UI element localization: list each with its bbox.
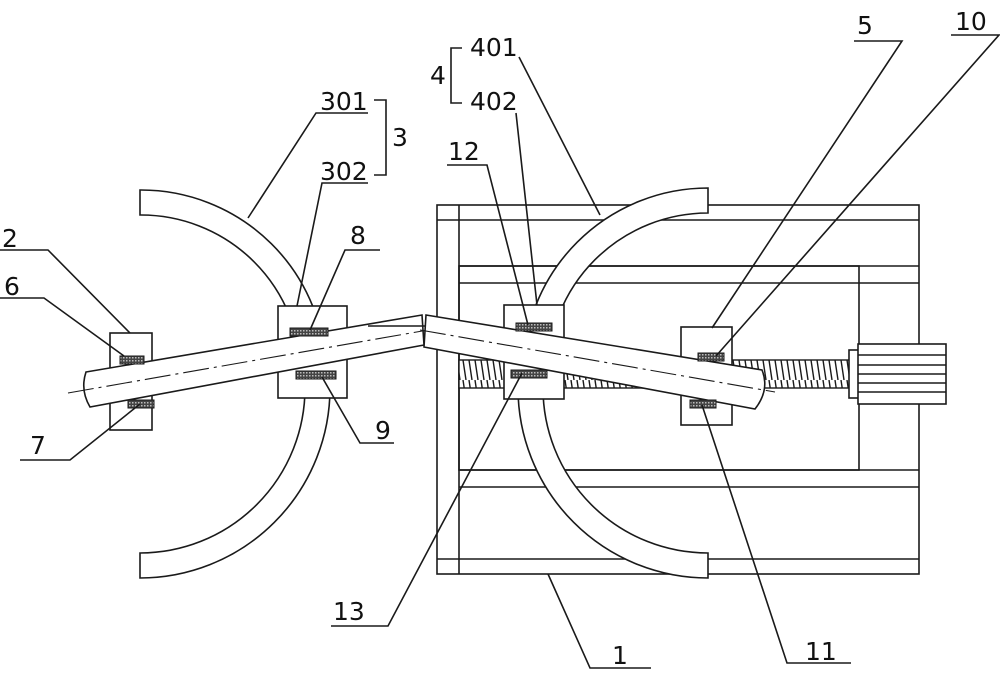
label-3: 3 [392, 123, 408, 152]
label-5: 5 [857, 11, 873, 40]
label-11: 11 [805, 637, 837, 666]
label-401: 401 [470, 33, 518, 62]
label-13: 13 [333, 597, 365, 626]
label-8: 8 [350, 221, 366, 250]
label-1: 1 [612, 641, 628, 670]
right-clamp-arc-402 [518, 388, 708, 578]
label-7: 7 [30, 431, 46, 460]
label-9: 9 [375, 416, 391, 445]
label-402: 402 [470, 87, 518, 116]
left-clamp-arc-302 [140, 388, 330, 578]
label-12: 12 [448, 137, 480, 166]
label-302: 302 [320, 157, 368, 186]
label-301: 301 [320, 87, 368, 116]
handwheel [849, 344, 946, 404]
label-10: 10 [955, 7, 987, 36]
label-6: 6 [4, 272, 20, 301]
label-2: 2 [2, 224, 18, 253]
label-4: 4 [430, 61, 446, 90]
